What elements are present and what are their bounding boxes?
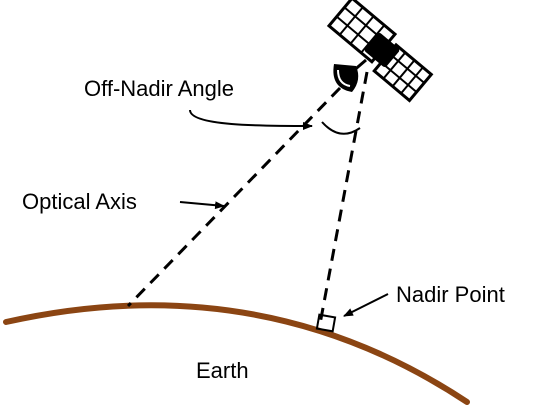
antenna-dish-icon (333, 58, 367, 92)
nadir-point-pointer (343, 293, 389, 317)
optical-axis-pointer (179, 201, 225, 210)
angle-arc (321, 121, 361, 135)
nadir-line (318, 71, 369, 325)
optical-axis-line (126, 86, 342, 308)
nadir-point-label: Nadir Point (396, 282, 505, 307)
nadir-right-angle-marker (315, 313, 337, 333)
off-nadir-angle-pointer (189, 109, 313, 130)
optical-axis-label: Optical Axis (22, 189, 137, 214)
satellite-icon (326, 0, 434, 103)
earth-surface (3, 302, 470, 405)
off-nadir-angle-label: Off-Nadir Angle (84, 76, 234, 101)
earth-label: Earth (196, 358, 249, 383)
